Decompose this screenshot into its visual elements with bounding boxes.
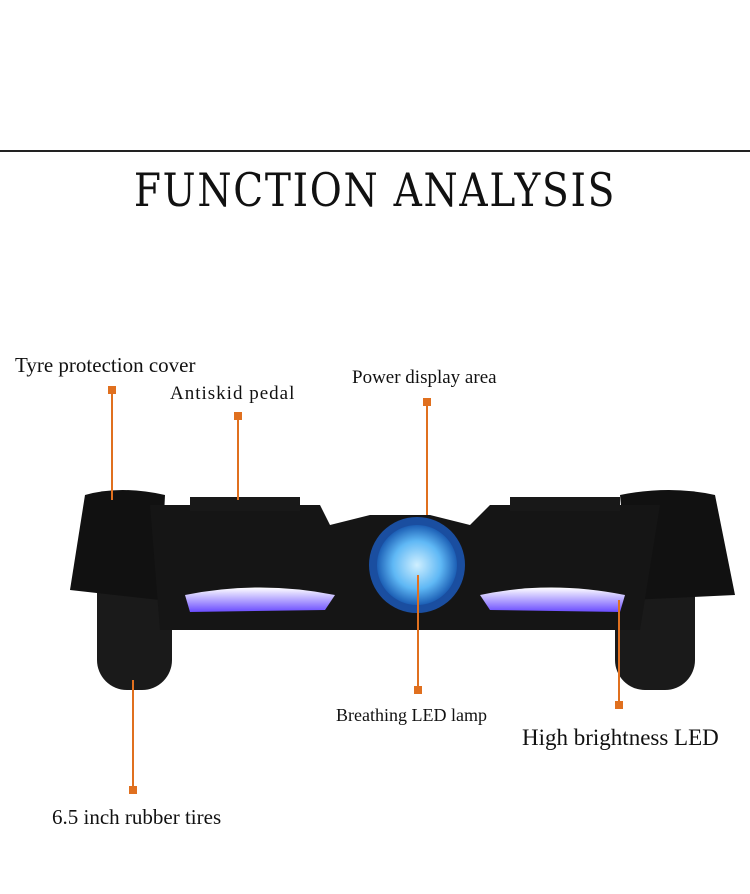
label-power-display-area: Power display area (352, 367, 497, 388)
label-rubber-tires: 6.5 inch rubber tires (52, 805, 222, 829)
left-wheel (70, 490, 172, 690)
label-breathing-led-lamp: Breathing LED lamp (336, 705, 487, 725)
label-high-brightness-led: High brightness LED (522, 725, 719, 750)
divider (0, 150, 750, 152)
left-led-strip (185, 587, 335, 612)
right-led-strip (480, 587, 625, 612)
page-title: FUNCTION ANALYSIS (133, 163, 617, 217)
label-antiskid-pedal: Antiskid pedal (170, 383, 296, 404)
callout-lines (108, 386, 623, 794)
label-tyre-protection-cover: Tyre protection cover (15, 353, 196, 377)
